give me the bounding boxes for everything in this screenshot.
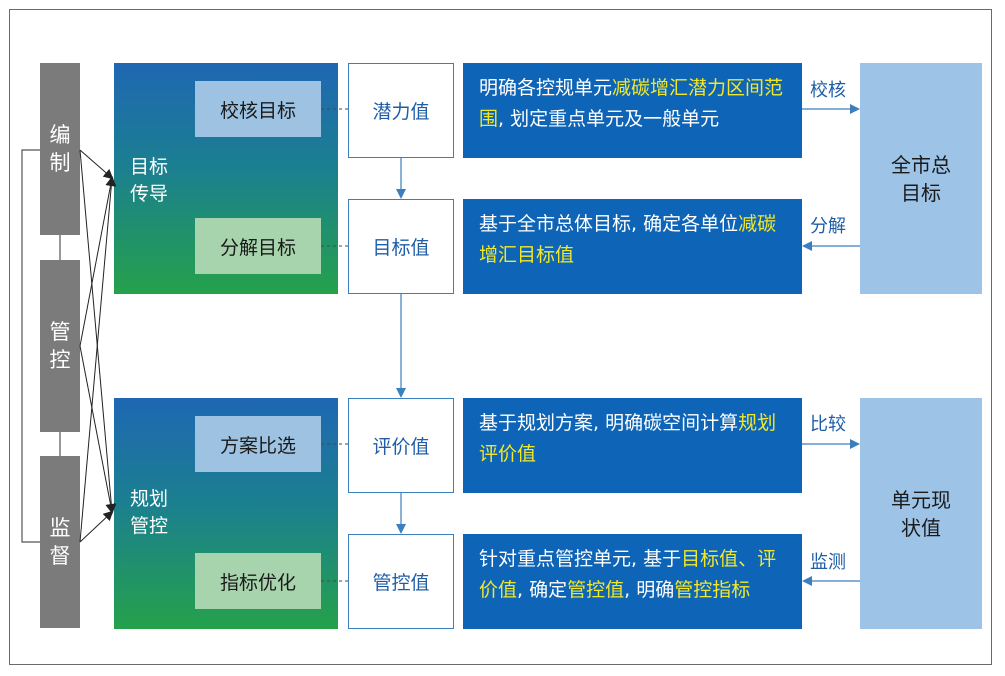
side-box-supervise: 监督 <box>40 456 80 628</box>
sub-box-decompose-target: 分解目标 <box>195 218 321 274</box>
desc-highlight-text: 管控值 <box>567 579 625 601</box>
edge-label-compare: 比较 <box>810 414 846 435</box>
sub-box-indicator-optimize: 指标优化 <box>195 553 321 609</box>
side-label-compile: 编制 <box>49 123 71 175</box>
arrow-compile-to-target <box>79 149 114 180</box>
value-box-control: 管控值 <box>348 534 454 629</box>
desc-highlight-text: 减碳增汇潜力区间范围 <box>479 77 784 130</box>
edge-label-check: 校核 <box>810 80 846 101</box>
desc-text: 明确各控规单元 <box>479 77 613 99</box>
value-box-potential: 潜力值 <box>348 63 454 158</box>
right-label-unit-status: 单元现状值 <box>891 487 951 540</box>
edge-label-monitor: 监测 <box>810 552 846 573</box>
arrow-control-to-target <box>79 176 116 347</box>
desc-text: 基于规划方案, 明确碳空间计算 <box>479 412 739 434</box>
section-planning-control: 规划管控 方案比选 指标优化 <box>114 398 338 629</box>
side-label-control: 管控 <box>49 320 71 372</box>
arrow-compile-to-planning <box>79 149 117 514</box>
right-box-city-target: 全市总目标 <box>860 63 982 294</box>
section-label-target-transmission: 目标传导 <box>130 156 169 205</box>
desc-box-target: 基于全市总体目标, 确定各单位减碳增汇目标值 <box>463 199 802 294</box>
desc-text: , 确定 <box>517 579 568 601</box>
arrow-control-to-planning <box>79 345 116 514</box>
edge-label-decompose: 分解 <box>810 216 846 237</box>
desc-text: , 明确 <box>624 579 675 601</box>
side-label-supervise: 监督 <box>49 516 71 568</box>
right-box-unit-status: 单元现状值 <box>860 398 982 629</box>
right-label-city-target: 全市总目标 <box>891 152 951 205</box>
desc-highlight-text: 管控指标 <box>674 579 751 601</box>
section-label-planning-control: 规划管控 <box>130 488 169 537</box>
left-bracket-line <box>21 149 40 543</box>
side-box-compile: 编制 <box>40 63 80 235</box>
side-box-control: 管控 <box>40 260 80 432</box>
arrow-supervise-to-target <box>79 176 117 543</box>
value-box-evaluation: 评价值 <box>348 398 454 493</box>
desc-box-control: 针对重点管控单元, 基于目标值、评价值, 确定管控值, 明确管控指标 <box>463 534 802 629</box>
desc-highlight-text: 减碳增汇目标值 <box>479 213 777 266</box>
desc-highlight-text: 规划评价值 <box>479 412 777 465</box>
sub-box-scheme-compare: 方案比选 <box>195 416 321 472</box>
desc-text: 基于全市总体目标, 确定各单位 <box>479 213 739 235</box>
desc-highlight-text: 目标值、评价值 <box>479 548 777 601</box>
desc-box-evaluation: 基于规划方案, 明确碳空间计算规划评价值 <box>463 398 802 493</box>
value-box-target: 目标值 <box>348 199 454 294</box>
section-target-transmission: 目标传导 校核目标 分解目标 <box>114 63 338 294</box>
sub-box-check-target: 校核目标 <box>195 81 321 137</box>
arrow-supervise-to-planning <box>79 510 114 543</box>
desc-box-potential: 明确各控规单元减碳增汇潜力区间范围, 划定重点单元及一般单元 <box>463 63 802 158</box>
desc-text: , 划定重点单元及一般单元 <box>498 108 720 130</box>
desc-text: 针对重点管控单元, 基于 <box>479 548 682 570</box>
